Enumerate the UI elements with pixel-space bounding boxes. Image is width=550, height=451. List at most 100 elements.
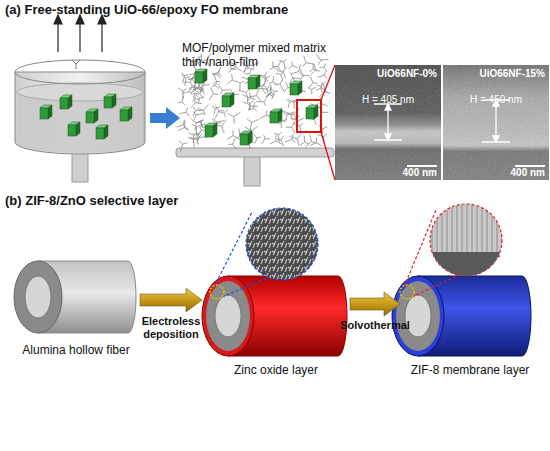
polymer-chain bbox=[227, 74, 237, 84]
sample-name: UiO66NF-15% bbox=[479, 68, 545, 80]
zoom-box bbox=[297, 100, 321, 132]
cube-side bbox=[94, 109, 98, 123]
polymer-chain bbox=[279, 59, 287, 68]
polymer-chain bbox=[182, 85, 193, 95]
cube-front bbox=[195, 72, 203, 83]
polymer-chain bbox=[193, 112, 204, 120]
cube-side bbox=[213, 123, 217, 137]
polymer-chain bbox=[253, 133, 261, 143]
polymer-chain bbox=[292, 65, 304, 77]
cube-front bbox=[270, 112, 278, 123]
polymer-chain bbox=[268, 111, 280, 124]
cube-front bbox=[290, 84, 298, 95]
mof-particles bbox=[195, 69, 318, 145]
polymer-chain bbox=[227, 131, 239, 140]
polymer-chain bbox=[286, 99, 296, 108]
polymer-chain bbox=[191, 96, 202, 108]
polymer-chain bbox=[316, 82, 327, 92]
cube-side bbox=[256, 75, 260, 89]
polymer-chain bbox=[320, 63, 328, 72]
polymer-chain bbox=[228, 112, 241, 123]
polymer-chain bbox=[248, 102, 257, 110]
polymer-chain bbox=[310, 64, 320, 76]
panel-heading: (a) Free-standing UiO-66/epoxy FO membra… bbox=[5, 2, 288, 17]
fiber-bore bbox=[215, 295, 241, 337]
cube-front bbox=[40, 108, 48, 119]
cube-front bbox=[86, 112, 94, 123]
cube-front bbox=[104, 97, 112, 108]
thickness-label: H = 405 nm bbox=[335, 94, 441, 106]
cube-side bbox=[314, 105, 318, 119]
arrow-line bbox=[79, 20, 80, 52]
polymer-chain bbox=[270, 87, 279, 99]
polymer-chain bbox=[178, 121, 188, 131]
sample-name: UiO66NF-0% bbox=[377, 68, 437, 80]
polymer-chain bbox=[286, 121, 296, 134]
stage-caption: Alumina hollow fiber bbox=[0, 344, 152, 358]
cube-front bbox=[68, 125, 76, 136]
film-support bbox=[176, 148, 334, 157]
fiber-end bbox=[14, 261, 62, 333]
cube-side bbox=[104, 125, 108, 139]
polymer-chain bbox=[215, 106, 224, 118]
cube-front bbox=[205, 126, 213, 137]
cube-front bbox=[120, 110, 128, 121]
cube-side bbox=[128, 107, 132, 121]
fiber-wall bbox=[206, 281, 250, 351]
polymer-chain bbox=[209, 88, 219, 101]
process-arrow bbox=[150, 107, 180, 129]
polymer-chain bbox=[316, 54, 328, 65]
polymer-chain bbox=[243, 100, 255, 110]
sem-texture bbox=[443, 65, 549, 180]
polymer-chain bbox=[300, 136, 309, 146]
dimension-line bbox=[374, 104, 402, 140]
cube-front bbox=[306, 108, 314, 119]
cube-front bbox=[222, 96, 230, 107]
polymer-chain bbox=[317, 134, 327, 142]
thickness-marker bbox=[374, 104, 402, 140]
cube-side bbox=[48, 105, 52, 119]
polymer-chain bbox=[237, 81, 245, 91]
polymer-chain bbox=[197, 105, 208, 116]
cube-front bbox=[60, 98, 68, 109]
step-label: Solvothermal bbox=[330, 319, 420, 332]
polymer-chain bbox=[239, 88, 251, 98]
arrow-line bbox=[57, 20, 58, 52]
polymer-chain bbox=[310, 138, 322, 147]
polymer-chain bbox=[270, 62, 279, 71]
sem-image bbox=[335, 65, 441, 180]
sem-image bbox=[443, 65, 549, 180]
polymer-chain bbox=[181, 75, 190, 86]
zoom-spot bbox=[400, 285, 414, 299]
film-illustration: MOF/polymer mixed matrix thin-/nano-film bbox=[180, 42, 321, 162]
polymer-chain bbox=[309, 76, 318, 88]
node-caption: MOF/polymer mixed matrix thin-/nano-film bbox=[182, 42, 334, 70]
sem-texture bbox=[335, 65, 441, 180]
polymer-chain bbox=[262, 85, 271, 95]
fiber-wall bbox=[396, 281, 440, 351]
leader-line bbox=[321, 65, 335, 180]
beaker-stand bbox=[72, 150, 88, 182]
polymer-chain bbox=[288, 62, 298, 69]
thickness-marker bbox=[482, 100, 510, 142]
polymer-chain bbox=[250, 89, 261, 101]
zoom-spot bbox=[210, 285, 224, 299]
cube-side bbox=[230, 93, 234, 107]
liquid-surface bbox=[17, 83, 143, 101]
fiber-stage: Zinc oxide layer bbox=[202, 262, 350, 378]
panel-heading: (b) ZIF-8/ZnO selective layer bbox=[5, 193, 178, 208]
cube-front bbox=[240, 134, 248, 145]
polymer-chain bbox=[177, 120, 189, 130]
fiber-stage: Alumina hollow fiber bbox=[12, 258, 140, 358]
polymer-chain bbox=[190, 134, 202, 145]
step-label: Electroless deposition bbox=[131, 315, 211, 340]
polymer-chain bbox=[247, 119, 259, 131]
thickness-label: H = 450 nm bbox=[443, 94, 549, 106]
stage-caption: ZIF-8 membrane layer bbox=[388, 364, 550, 378]
process-arrow bbox=[140, 288, 202, 312]
beaker-rim bbox=[15, 60, 145, 84]
dimension-head bbox=[493, 100, 499, 142]
arrow-line bbox=[101, 20, 102, 52]
